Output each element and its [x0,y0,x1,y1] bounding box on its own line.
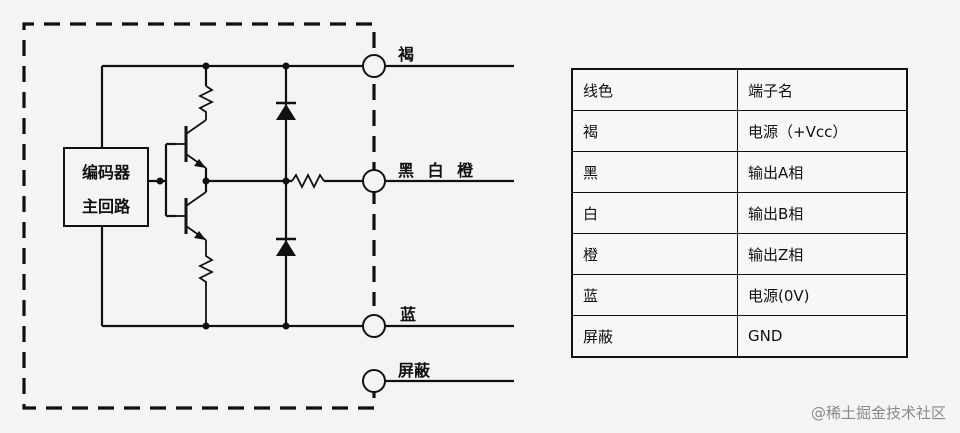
terminal-label-output: 黑 白 橙 [398,161,477,180]
pullup-resistor [197,85,215,120]
encoder-box-label-2: 主回路 [82,197,131,216]
table-row: 屏蔽 GND [571,315,908,358]
terminal-table: 线色 端子名 褐 电源（+Vcc） 黑 输出A相 白 输出B相 橙 输出Z相 蓝… [571,68,908,358]
upper-emitter-arrow [194,159,206,168]
upper-transistor-collector [185,119,207,135]
table-row: 白 输出B相 [571,192,908,234]
terminal-shield [362,369,386,393]
wire-color-cell: 屏蔽 [571,315,738,358]
wire-color-cell: 褐 [571,110,738,152]
junction-dot [282,322,290,330]
series-resistor [291,172,325,190]
junction-dot [202,62,210,70]
terminal-label-blue: 蓝 [400,305,416,324]
wire-color-cell: 橙 [571,233,738,275]
terminal-label-shield: 屏蔽 [398,361,431,380]
upper-diode [276,104,296,120]
lower-emitter-arrow [194,231,206,240]
table-row: 蓝 电源(0V) [571,274,908,316]
encoder-box [63,147,149,227]
table-row: 橙 输出Z相 [571,233,908,275]
terminal-name-cell: 输出A相 [737,151,908,193]
junction-dot [156,177,164,185]
terminal-name-cell: 输出Z相 [737,233,908,275]
table-row: 褐 电源（+Vcc） [571,110,908,152]
lower-diode [276,240,296,256]
wire-color-cell: 蓝 [571,274,738,316]
terminal-output [362,169,386,193]
terminal-name-cell: 输出B相 [737,192,908,234]
header-wire-color: 线色 [571,68,738,111]
terminal-name-cell: 电源（+Vcc） [737,110,908,152]
terminal-label-brown: 褐 [397,45,414,64]
junction-dot [202,177,210,185]
terminal-name-cell: GND [737,315,908,358]
table-header-row: 线色 端子名 [571,68,908,111]
lower-transistor-collector [185,191,207,207]
wire-color-cell: 黑 [571,151,738,193]
header-terminal-name: 端子名 [737,68,908,111]
encoder-box-label-1: 编码器 [82,163,131,182]
table-row: 黑 输出A相 [571,151,908,193]
junction-dot [282,62,290,70]
terminal-name-cell: 电源(0V) [737,274,908,316]
watermark: @稀土掘金技术社区 [810,404,946,422]
pulldown-resistor [197,240,215,326]
terminal-vcc [362,54,386,78]
junction-dot [282,177,290,185]
wire-color-cell: 白 [571,192,738,234]
terminal-gnd [362,314,386,338]
junction-dot [202,322,210,330]
